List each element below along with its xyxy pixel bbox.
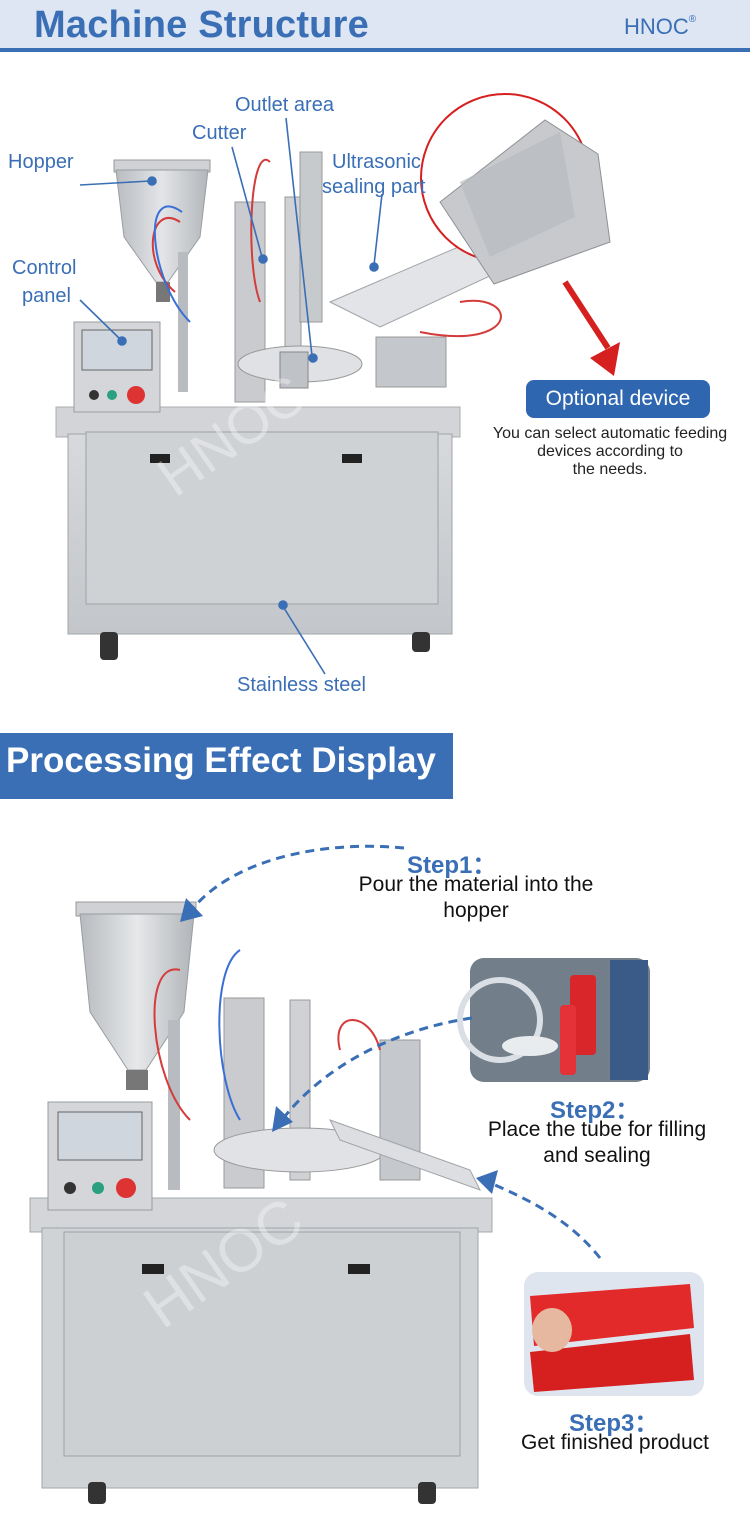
brand-name: HNOC — [624, 14, 689, 39]
label-cutter: Cutter — [192, 122, 247, 144]
header-underline — [0, 48, 750, 52]
label-outlet-area: Outlet area — [235, 94, 334, 116]
optional-note-line1: You can select automatic feeding — [492, 425, 728, 442]
door-handle-left — [150, 454, 170, 463]
machine-structure-illustration: HNOC — [55, 93, 620, 675]
step-arrows — [188, 844, 602, 1259]
cabinet-door — [85, 431, 439, 605]
step2-heading: Step2： — [550, 1097, 640, 1124]
cabinet-door — [63, 1231, 461, 1457]
door-handle-right — [342, 454, 362, 463]
section-banner — [0, 733, 453, 799]
step1-line2: hopper — [443, 899, 509, 922]
label-ultrasonic-line2: sealing part — [322, 176, 426, 198]
optional-note-line2: devices according to — [537, 443, 683, 460]
optional-device-badge: Optional device — [526, 380, 710, 418]
step2-photo — [457, 958, 650, 1082]
optional-note-line3: the needs. — [572, 461, 648, 478]
step3-line1: Get finished product — [521, 1431, 709, 1454]
label-hopper: Hopper — [8, 151, 74, 173]
step3-heading: Step3： — [569, 1410, 659, 1437]
hopper — [115, 169, 209, 283]
step3-photo — [524, 1272, 704, 1396]
red-arrow — [562, 280, 611, 350]
wheel — [412, 632, 430, 652]
processing-illustration: HNOC — [29, 844, 704, 1504]
step1-line1: Pour the material into the — [358, 873, 594, 896]
registered-mark: ® — [688, 14, 697, 25]
label-ultrasonic-line1: Ultrasonic — [332, 151, 421, 173]
brand-logo: HNOC® — [624, 14, 696, 40]
header-bar — [0, 0, 750, 52]
step2-line1: Place the tube for filling — [487, 1118, 707, 1141]
wheel — [100, 632, 118, 660]
label-control-line2: panel — [22, 285, 71, 307]
label-stainless-steel: Stainless steel — [237, 674, 366, 696]
label-control-line1: Control — [12, 257, 77, 279]
step2-line2: and sealing — [543, 1144, 651, 1167]
section-title: Processing Effect Display — [6, 741, 436, 780]
step1-heading: Step1： — [407, 852, 497, 879]
page-title: Machine Structure — [34, 4, 369, 46]
